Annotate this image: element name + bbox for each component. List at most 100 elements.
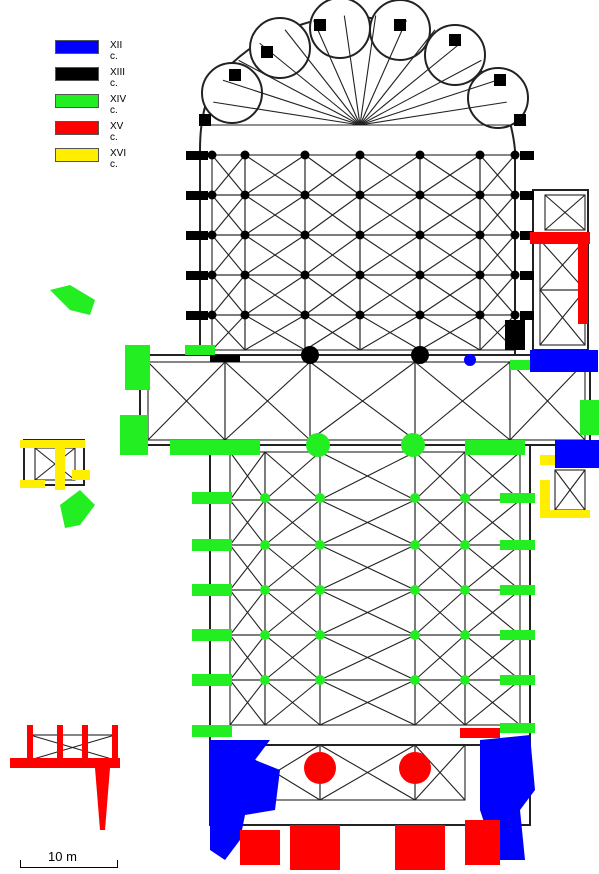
choir-pier [510,230,520,240]
vault-rib [464,544,521,591]
west-pier-xv [304,752,336,784]
sacristy-corner-xii [530,350,598,372]
transept-pier-xiv [125,345,150,390]
choir-pier [510,310,520,320]
vault-rib [319,451,416,501]
choir-pier [300,230,310,240]
apse-rib [313,20,361,126]
choir-pier [415,150,425,160]
choir-pier-xiv [510,360,530,370]
nave-pier-xiv [315,540,325,550]
apse-rib [359,59,482,126]
vault-rib [264,634,321,681]
legend-label-xv: XV c. [110,121,124,143]
west-tower-north-xii [210,740,280,860]
apse-rib [222,79,361,126]
apse-rib [359,15,377,126]
sacristy-wall-xv [530,232,590,244]
transept-wall-xiv [170,440,260,455]
apse-rib [284,29,361,126]
nave-pier-xiv [460,540,470,550]
vault-rib [224,361,311,441]
apse-rib [359,20,407,126]
choir-pier [475,270,485,280]
vault-rib [359,154,421,196]
nave-buttress-xiv [500,630,535,640]
vault-rib [359,234,421,276]
apse-rib [343,15,361,126]
vault-rib [464,589,521,636]
nave-pier-xiv [260,630,270,640]
nave-buttress-xiv [192,539,232,551]
vault-rib [304,274,361,316]
vault-rib [414,451,466,501]
nave-pier-xiv [315,585,325,595]
nave-buttress-xiv [192,629,232,641]
north-annex-xvi [72,470,90,480]
vault-rib [211,154,246,196]
legend-swatch-xiii [55,67,99,81]
transept-pier-xiv [120,415,148,455]
crossing-pier-xiv [306,433,330,457]
nave-pier-xiv [460,585,470,595]
crossing-pier-xiii [411,346,429,364]
west-wall-xv [460,728,500,738]
piers [10,19,599,870]
vault-rib [479,274,516,316]
legend-swatch-xvi [55,148,99,162]
choir-pier-xiii [505,320,525,350]
vault-rib [244,234,306,276]
legend-label-xii: XII c. [110,40,123,62]
vault-rib [414,679,466,726]
vault-rib [319,679,416,726]
apse-rib [359,101,507,126]
apse-pier-xiii [314,19,326,31]
vault-rib [244,194,306,236]
choir-pier [300,150,310,160]
choir-pier [355,190,365,200]
buttress-xiii [520,191,534,200]
choir-pier [475,150,485,160]
scale-tick-right [117,860,118,868]
buttress-xiii [520,231,534,240]
portal-xv [465,820,500,865]
vault-rib [147,361,226,441]
nave-buttress-xiv [500,540,535,550]
vault-rib [419,234,481,276]
vault-rib [359,274,421,316]
vault-rib [29,734,116,761]
apse-chapel [249,17,311,79]
north-porch-buttress-xiv [50,285,95,315]
nave-buttress-xiv [192,725,232,737]
apse-rib [213,101,361,126]
vault-rib [319,634,416,681]
vault-rib [309,361,416,441]
choir-pier [240,310,250,320]
choir-pier [355,150,365,160]
north-annex-xvi [20,440,85,448]
vault-ribs [29,15,586,801]
vault-rib [509,361,586,441]
buttress-xiii [186,191,208,200]
side-chapel-xvi [540,480,550,515]
sacristy-bay [544,194,586,231]
nave-pier-xiv [410,675,420,685]
choir-pier [475,310,485,320]
nave-pier-xiv [460,630,470,640]
vault-rib [229,451,266,501]
apse-rib [259,42,361,126]
choir-pier [355,230,365,240]
vault-rib [464,634,521,681]
north-annex-xvi [20,480,45,488]
annex-pier-xv [82,725,88,760]
vault-rib [359,314,421,351]
annex-pier-xv [27,725,33,760]
vault-rib [464,451,521,501]
vault-rib [539,239,586,291]
annex-pier-xv [57,725,63,760]
west-pier-xv [399,752,431,784]
choir-pier [207,310,217,320]
vault-rib [414,544,466,591]
vault-rib [264,589,321,636]
nave-pier-xiv [410,493,420,503]
